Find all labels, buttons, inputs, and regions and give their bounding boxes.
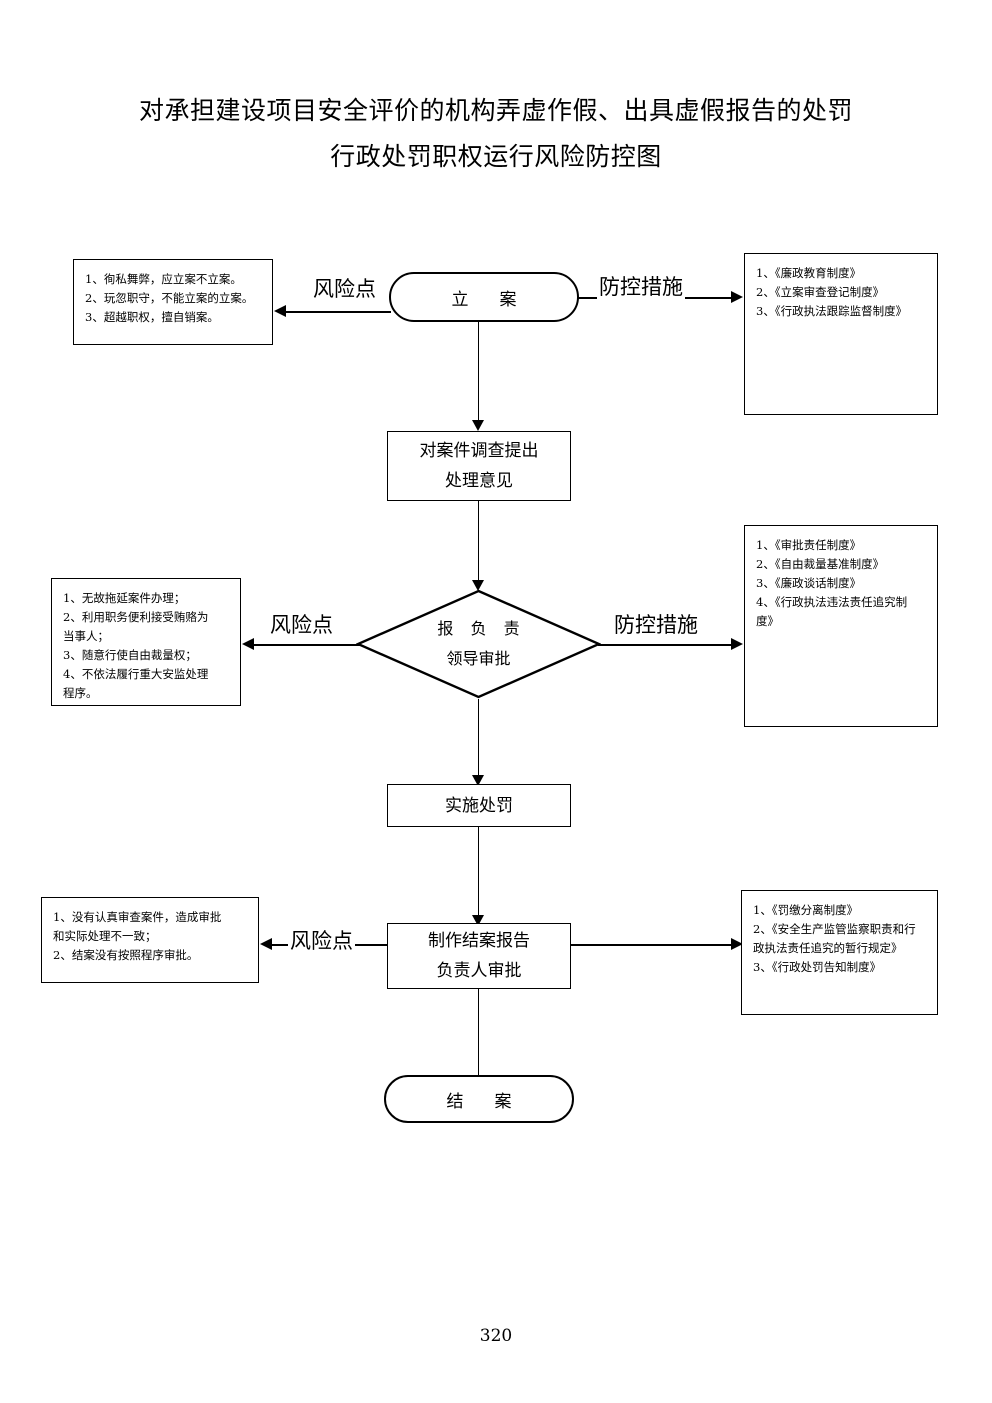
diamond-shape [356,589,601,699]
control-filing-line-3: 3、《行政执法跟踪监督制度》 [756,304,908,318]
control-closing-line-4: 3、《行政处罚告知制度》 [753,960,882,974]
edge-filing-to-risk [286,311,391,313]
edge-label-risk-filing: 风险点 [311,273,378,303]
control-box-filing: 1、《廉政教育制度》 2、《立案审查登记制度》 3、《行政执法跟踪监督制度》 [744,253,938,415]
node-penalty: 实施处罚 [387,784,571,827]
control-approval-line-2: 2、《自由裁量基准制度》 [756,557,885,571]
risk-box-approval: 1、无故拖延案件办理； 2、利用职务便利接受贿赂为 当事人； 3、随意行使自由裁… [51,578,241,706]
arrow-filing-to-investigate [472,420,484,431]
arrow-investigate-to-decision [472,580,484,591]
arrow-filing-to-risk [274,305,286,317]
edge-filing-to-investigate [478,322,479,422]
node-start-filing: 立 案 [389,272,579,322]
arrow-decision-to-risk [242,638,254,650]
arrow-closing-to-control [731,938,743,950]
edge-closing-to-end [478,989,479,1075]
risk-closing-line-1: 1、没有认真审查案件，造成审批 [53,910,222,924]
node-investigate: 对案件调查提出 处理意见 [387,431,571,501]
risk-filing-line-1: 1、徇私舞弊，应立案不立案。 [85,272,242,286]
edge-closing-to-control [570,944,734,946]
control-approval-line-5: 度》 [756,614,779,628]
risk-approval-line-2: 2、利用职务便利接受贿赂为 [63,610,209,624]
title-line-1: 对承担建设项目安全评价的机构弄虚作假、出具虚假报告的处罚 [138,96,853,125]
risk-approval-line-1: 1、无故拖延案件办理； [63,591,186,605]
arrow-penalty-to-closing [472,915,484,926]
edge-label-control-filing: 防控措施 [597,271,685,301]
page-title: 对承担建设项目安全评价的机构弄虚作假、出具虚假报告的处罚 行政处罚职权运行风险防… [0,88,992,180]
node-penalty-label: 实施处罚 [445,795,513,816]
control-approval-line-1: 1、《审批责任制度》 [756,538,862,552]
risk-approval-line-5: 4、不依法履行重大安监处理 [63,667,209,681]
node-closing-line-1: 制作结案报告 [428,931,530,951]
edge-decision-to-risk [254,644,361,646]
edge-label-risk-closing: 风险点 [288,925,355,955]
control-filing-line-2: 2、《立案审查登记制度》 [756,285,885,299]
control-approval-line-4: 4、《行政执法违法责任追究制 [756,595,908,609]
risk-filing-line-2: 2、玩忽职守，不能立案的立案。 [85,291,254,305]
control-closing-line-1: 1、《罚缴分离制度》 [753,903,859,917]
control-box-closing: 1、《罚缴分离制度》 2、《安全生产监管监察职责和行 政执法责任追究的暂行规定》… [741,890,938,1015]
node-closing-line-2: 负责人审批 [436,961,522,981]
control-box-approval: 1、《审批责任制度》 2、《自由裁量基准制度》 3、《廉政谈话制度》 4、《行政… [744,525,938,727]
node-investigate-line-1: 对案件调查提出 [419,441,539,461]
page-number: 320 [479,1326,513,1346]
arrow-decision-to-penalty [472,775,484,786]
node-decision-approval: 报 负 责 领导审批 [356,589,601,699]
edge-decision-to-control [598,644,734,646]
edge-penalty-to-closing [478,827,479,923]
arrow-decision-to-control [731,638,743,650]
edge-label-control-approval: 防控措施 [612,609,700,639]
risk-box-filing: 1、徇私舞弊，应立案不立案。 2、玩忽职守，不能立案的立案。 3、超越职权，擅自… [73,259,273,345]
edge-label-risk-approval: 风险点 [268,609,335,639]
risk-approval-line-4: 3、随意行使自由裁量权； [63,648,197,662]
title-line-2: 行政处罚职权运行风险防控图 [330,142,662,171]
risk-closing-line-3: 2、结案没有按照程序审批。 [53,948,199,962]
arrow-filing-to-control [731,291,743,303]
edge-decision-to-penalty [478,699,479,783]
edge-investigate-to-decision [478,501,479,587]
control-approval-line-3: 3、《廉政谈话制度》 [756,576,862,590]
risk-filing-line-3: 3、超越职权，擅自销案。 [85,310,219,324]
node-closing-report: 制作结案报告 负责人审批 [387,923,571,989]
risk-closing-line-2: 和实际处理不一致； [53,929,157,943]
control-filing-line-1: 1、《廉政教育制度》 [756,266,862,280]
risk-box-closing: 1、没有认真审查案件，造成审批 和实际处理不一致； 2、结案没有按照程序审批。 [41,897,259,983]
control-closing-line-2: 2、《安全生产监管监察职责和行 [753,922,916,936]
risk-approval-line-3: 当事人； [63,629,109,643]
risk-approval-line-6: 程序。 [63,686,98,700]
arrow-closing-to-risk [260,938,272,950]
control-closing-line-3: 政执法责任追究的暂行规定》 [753,941,903,955]
node-investigate-line-2: 处理意见 [445,471,513,491]
node-end-closing: 结 案 [384,1075,574,1123]
